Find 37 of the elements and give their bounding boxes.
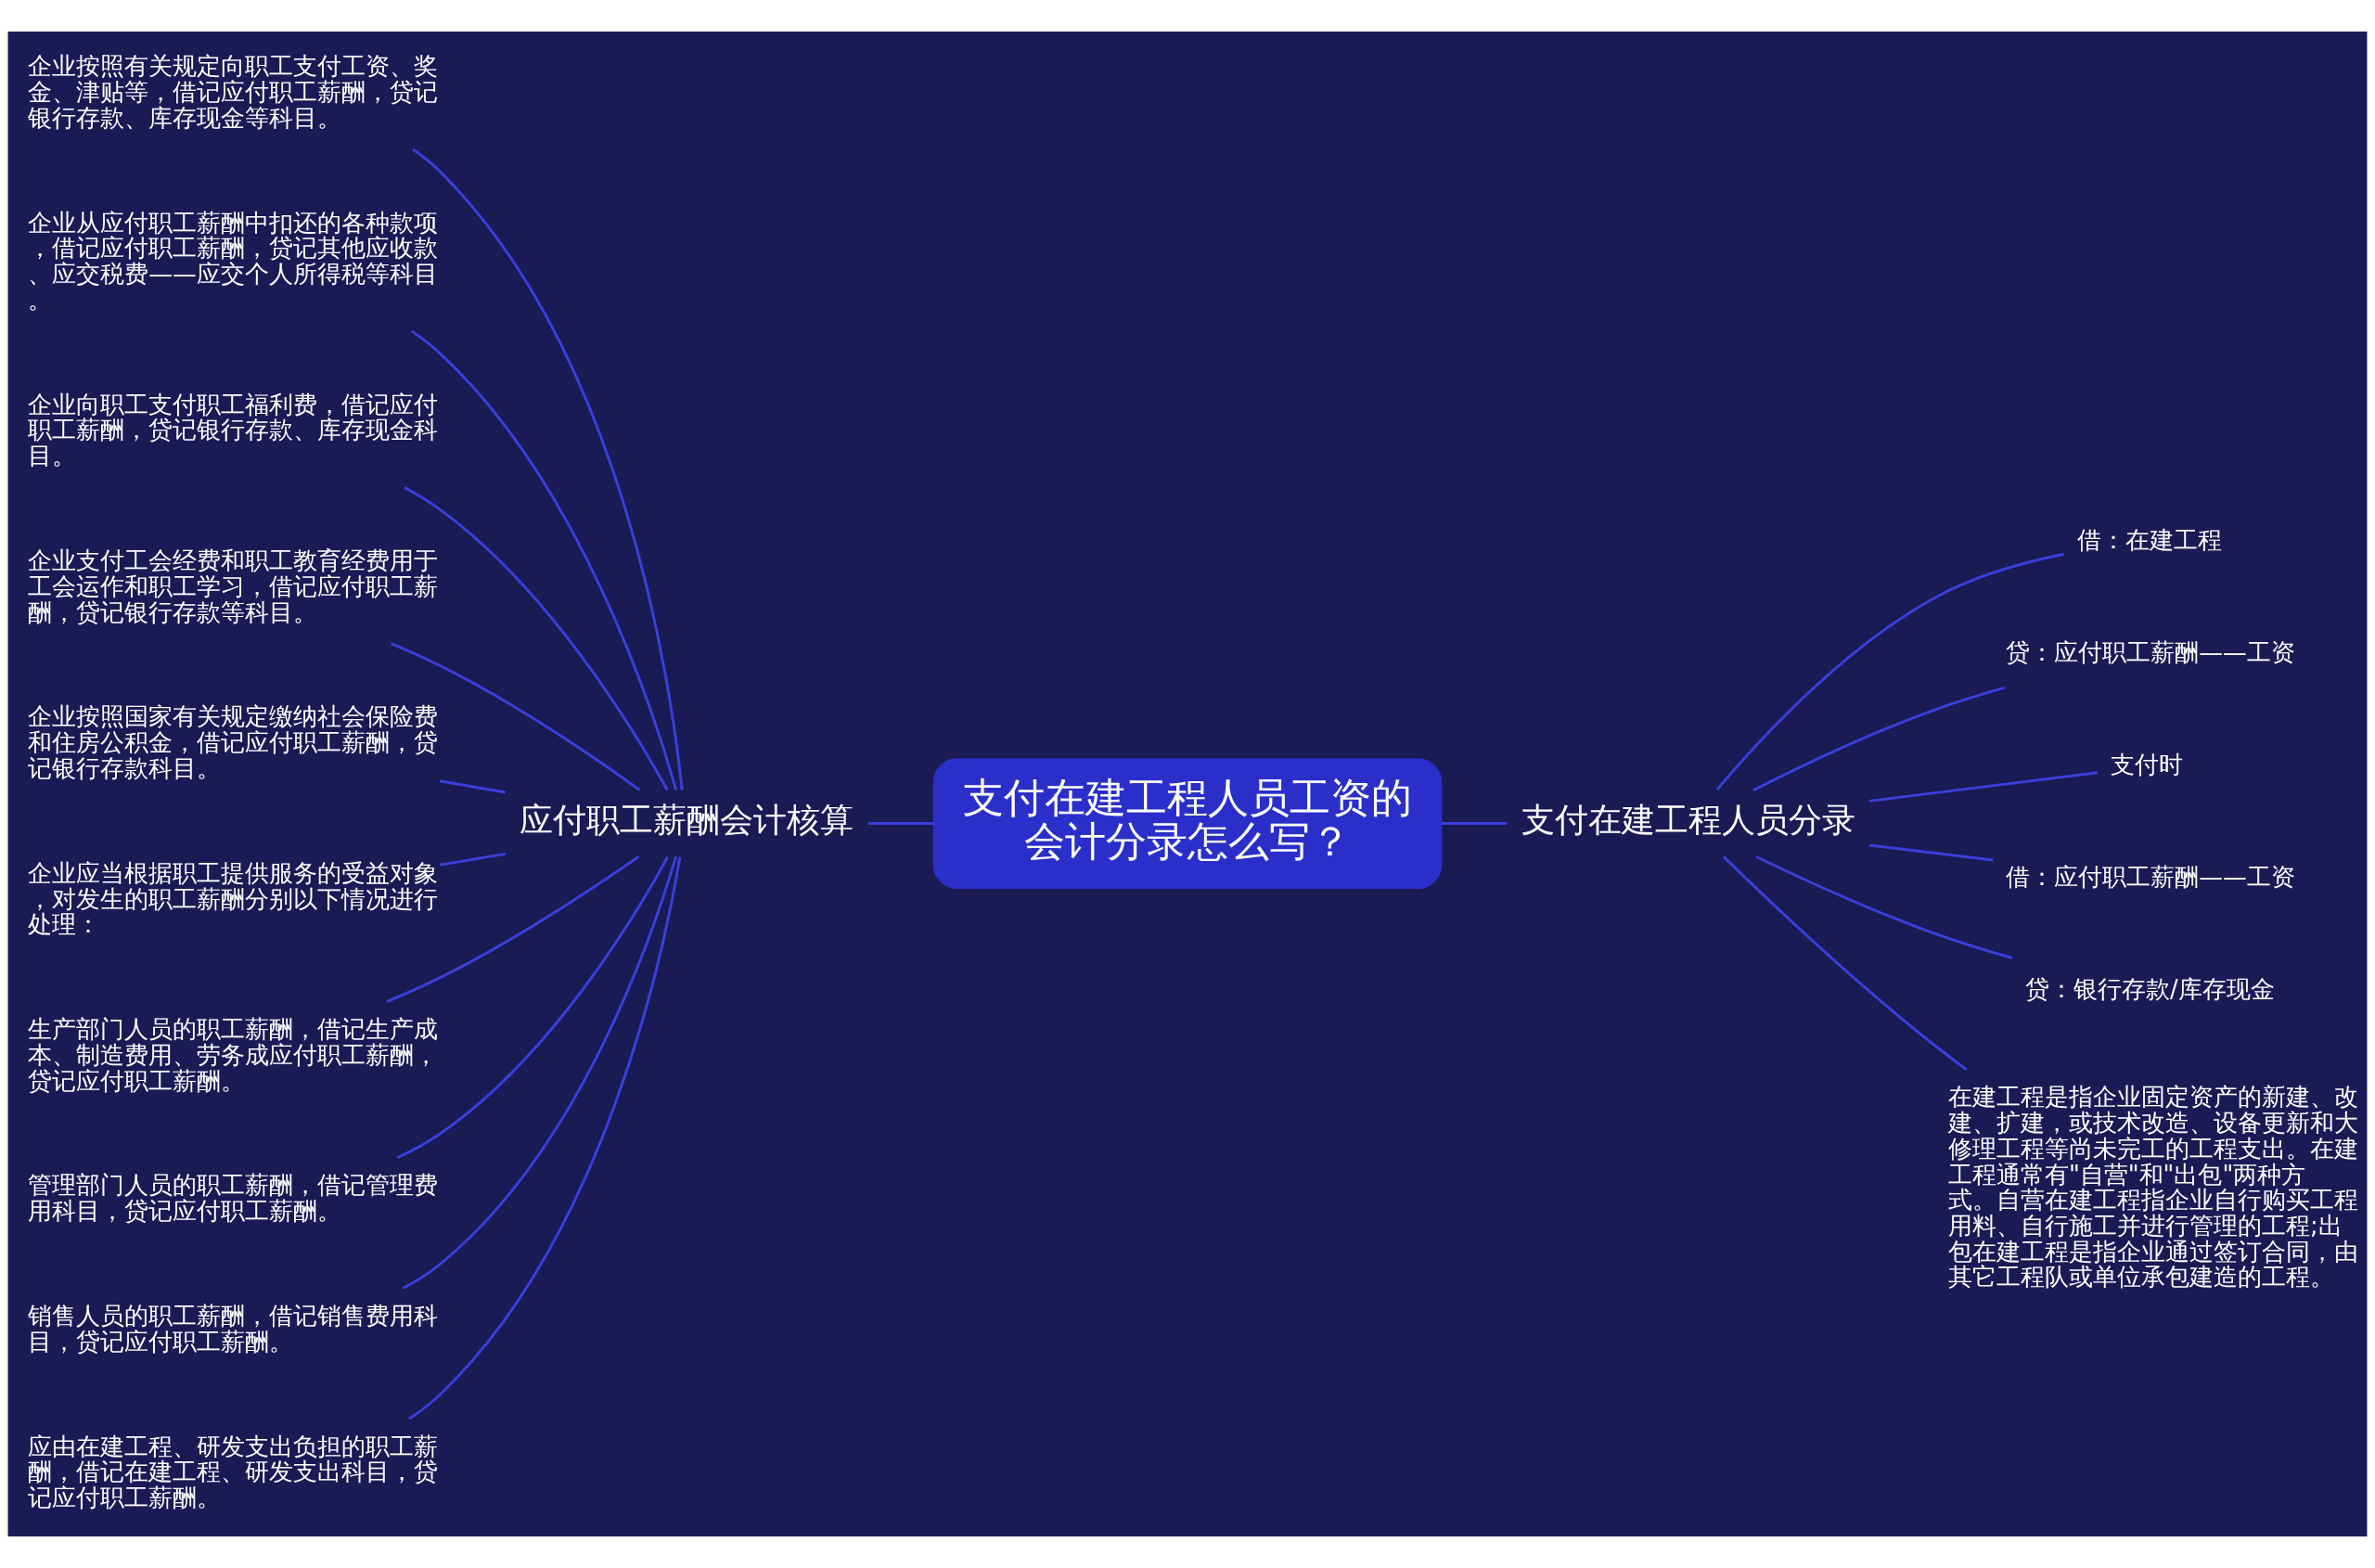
- node-text: 企业支付工会经费和职工教育经费用于工会运作和职工学习，借记应付职工薪酬，贷记银行存款等科目。: [28, 546, 439, 626]
- connector: [386, 855, 640, 1003]
- node-text: 企业应当根据职工提供服务的受益对象，对发生的职工薪酬分别以下情况进行处理：: [28, 858, 439, 939]
- node-text: 生产部门人员的职工薪酬，借记生产成本、制造费用、劳务成应付职工薪酬，贷记应付职工薪酬。: [28, 1015, 439, 1095]
- node-text: 企业从应付职工薪酬中扣还的各种款项，借记应付职工薪酬，贷记其他应收款、应交税费——应交个人所得税等科目。: [28, 208, 439, 314]
- connector: [1441, 822, 1508, 826]
- node-text: 企业按照有关规定向职工支付工资、奖金、津贴等，借记应付职工薪酬，贷记银行存款、库存现金等科目。: [28, 52, 439, 132]
- node-box: 支付在建工程人员工资的会计分录怎么写？: [932, 758, 1443, 889]
- connector: [1752, 686, 2006, 792]
- node-text: 借：在建工程: [2076, 526, 2222, 555]
- node-text: 贷：应付职工薪酬——工资: [2006, 638, 2295, 667]
- connector: [1755, 855, 2013, 959]
- connector: [391, 642, 641, 791]
- node-text: 借：应付职工薪酬——工资: [2006, 862, 2295, 891]
- connector: [404, 486, 669, 791]
- node-text: 管理部门人员的职工薪酬，借记管理费用科目，贷记应付职工薪酬。: [28, 1171, 439, 1226]
- connector: [411, 329, 678, 791]
- node-text: 应由在建工程、研发支出负担的职工薪酬，借记在建工程、研发支出科目，贷记应付职工薪酬。: [28, 1432, 439, 1512]
- connector: [402, 855, 677, 1290]
- connector: [1868, 843, 1994, 862]
- connector: [407, 856, 682, 1420]
- node-text: 企业向职工支付职工福利费，借记应付职工薪酬，贷记银行存款、库存现金科目。: [28, 390, 439, 470]
- connector: [439, 852, 506, 867]
- connector: [439, 779, 507, 794]
- connector: [1715, 552, 2064, 791]
- node-text: 在建工程是指企业固定资产的新建、改建、扩建，或技术改造、设备更新和大修理工程等尚未完工的工程支出。在建工程通常有"自营"和"出包"两种方式。自营在建工程指企业自行购买工程用料、自行施工并进行管理的工程;出包在建工程是指企业通过签订合同，由其它工程队或单位承包建造的工程。: [1947, 1083, 2358, 1292]
- node-text: 支付在建工程人员分录: [1521, 801, 1855, 840]
- node-text: 应付职工薪酬会计核算: [520, 801, 854, 840]
- connector: [1868, 771, 2098, 803]
- connector: [396, 855, 669, 1160]
- node-text: 销售人员的职工薪酬，借记销售费用科目，贷记应付职工薪酬。: [28, 1302, 439, 1356]
- node-text: 支付时: [2111, 750, 2184, 778]
- connector: [867, 822, 934, 826]
- node-text: 企业按照国家有关规定缴纳社会保险费和住房公积金，借记应付职工薪酬，贷记银行存款科目。: [28, 702, 439, 782]
- connector: [412, 148, 684, 790]
- node-text: 贷：银行存款/库存现金: [2025, 974, 2275, 1003]
- connector: [1722, 855, 1968, 1072]
